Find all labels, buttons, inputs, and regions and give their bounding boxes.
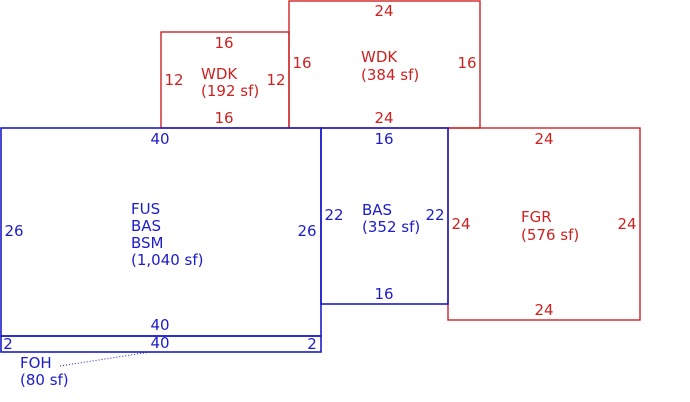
wdk-small-label: WDK xyxy=(201,65,238,83)
fus-bas-bsm-label-3: BSM xyxy=(131,234,164,252)
wdk-large-section: 24 24 16 16 WDK (384 sf) xyxy=(288,0,481,129)
wdk-small-area: (192 sf) xyxy=(201,82,259,100)
wdk-large-dim-top: 24 xyxy=(374,2,393,20)
wdk-large-label: WDK xyxy=(361,48,398,66)
fus-bas-bsm-label-2: BAS xyxy=(131,217,161,235)
bas-dim-top: 16 xyxy=(374,130,393,148)
fgr-section: 24 24 24 24 FGR (576 sf) xyxy=(447,127,641,321)
wdk-large-dim-left: 16 xyxy=(292,54,311,72)
bas-section: 16 16 22 22 BAS (352 sf) xyxy=(320,127,449,305)
bas-label: BAS xyxy=(362,201,392,219)
wdk-small-dim-right: 12 xyxy=(266,71,285,89)
wdk-large-dim-right: 16 xyxy=(457,54,476,72)
fgr-dim-top: 24 xyxy=(534,130,553,148)
bas-dim-right: 22 xyxy=(425,206,444,224)
fus-bas-bsm-dim-left: 26 xyxy=(4,222,23,240)
foh-dim-right: 2 xyxy=(307,335,317,353)
foh-section: 40 2 2 FOH (80 sf) xyxy=(0,334,322,389)
wdk-small-dim-bottom: 16 xyxy=(214,109,233,127)
fgr-dim-right: 24 xyxy=(617,215,636,233)
fus-bas-bsm-label-1: FUS xyxy=(131,200,160,218)
fgr-dim-bottom: 24 xyxy=(534,301,553,319)
foh-dim-left: 2 xyxy=(3,335,13,353)
fus-bas-bsm-dim-bottom: 40 xyxy=(150,316,169,334)
wdk-small-section: 16 16 12 12 WDK (192 sf) xyxy=(160,31,290,129)
foh-leader-line xyxy=(59,351,151,367)
foh-area: (80 sf) xyxy=(20,371,69,389)
fgr-dim-left: 24 xyxy=(451,215,470,233)
fus-bas-bsm-dim-right: 26 xyxy=(297,222,316,240)
fgr-area: (576 sf) xyxy=(521,226,579,244)
bas-outline xyxy=(320,127,449,305)
wdk-small-dim-top: 16 xyxy=(214,34,233,52)
foh-label: FOH xyxy=(20,354,52,372)
fus-bas-bsm-section: 40 40 26 26 FUS BAS BSM (1,040 sf) xyxy=(0,127,322,337)
bas-dim-left: 22 xyxy=(324,206,343,224)
bas-area: (352 sf) xyxy=(362,218,420,236)
fus-bas-bsm-dim-top: 40 xyxy=(150,130,169,148)
wdk-small-dim-left: 12 xyxy=(164,71,183,89)
bas-dim-bottom: 16 xyxy=(374,285,393,303)
wdk-large-area: (384 sf) xyxy=(361,66,419,84)
wdk-large-dim-bottom: 24 xyxy=(374,109,393,127)
fgr-label: FGR xyxy=(521,208,552,226)
foh-outline xyxy=(0,335,322,353)
fus-bas-bsm-area: (1,040 sf) xyxy=(131,251,204,269)
foh-dim-top: 40 xyxy=(150,334,169,352)
